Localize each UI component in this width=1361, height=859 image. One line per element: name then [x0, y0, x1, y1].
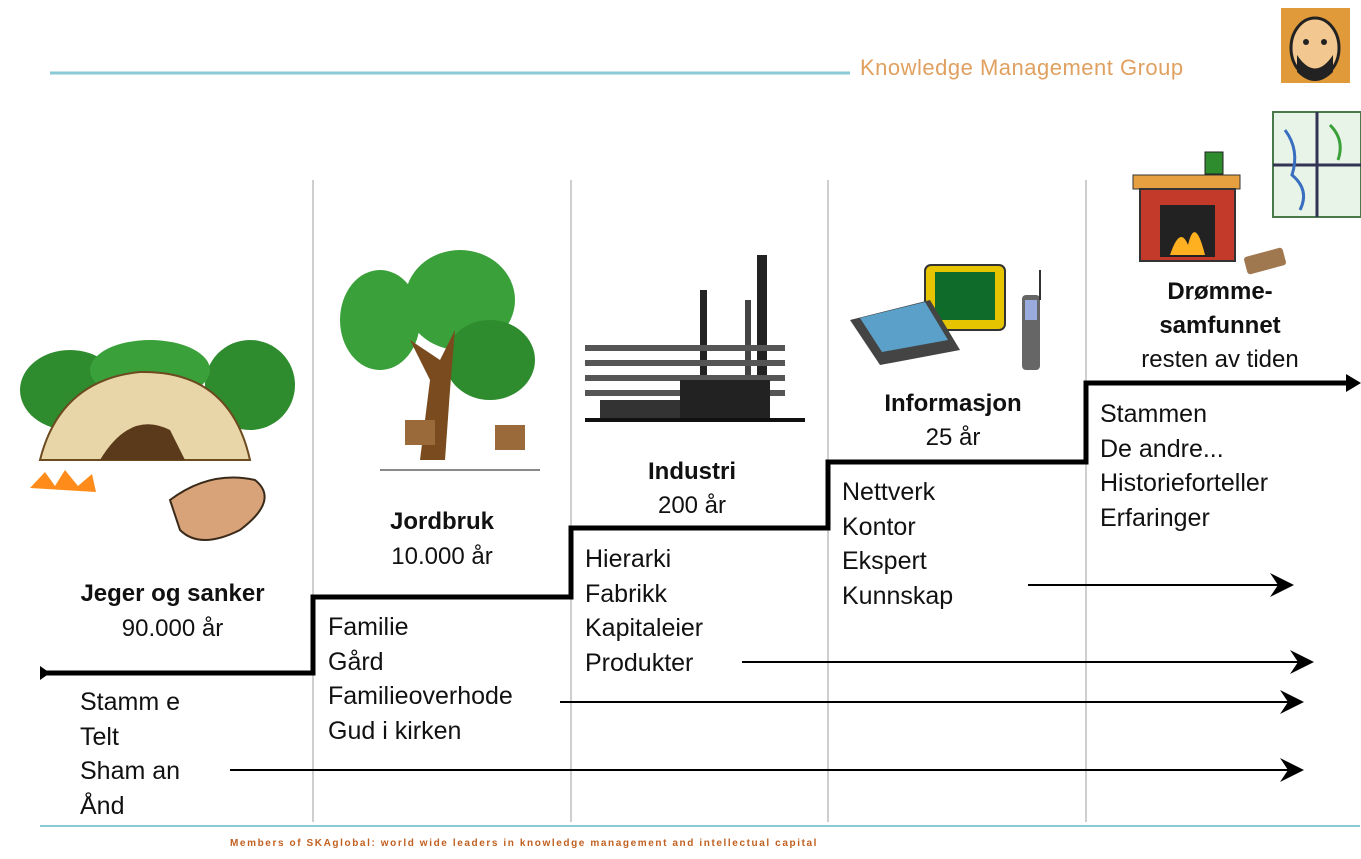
- era-title-industri: Industri: [648, 458, 736, 485]
- era-list-jordbruk: Familie Gård Familieoverhode Gud i kirke…: [328, 610, 513, 748]
- map-icon: [1272, 111, 1361, 218]
- era-title-informasjon: Informasjon: [884, 390, 1022, 417]
- list-item: Kapitaleier: [585, 614, 704, 642]
- era-title-line2-drommesamfunnet: samfunnet: [1159, 312, 1281, 339]
- list-item: Historieforteller: [1100, 469, 1269, 497]
- list-item: Gård: [328, 647, 384, 676]
- list-item: Hierarki: [585, 545, 672, 573]
- list-item: Stammen: [1100, 400, 1207, 428]
- list-item: Familieoverhode: [328, 682, 513, 710]
- era-list-jeger: Stamm e Telt Sham an Ånd: [80, 685, 180, 823]
- list-item: Telt: [80, 722, 119, 751]
- era-title-line1-drommesamfunnet: Drømme-: [1167, 278, 1273, 305]
- list-item: Sham an: [80, 757, 181, 785]
- list-item: Familie: [328, 613, 409, 641]
- tree-icon: [340, 250, 540, 471]
- list-item: De andre...: [1100, 434, 1224, 463]
- list-item: Ekspert: [842, 547, 927, 575]
- brand-title: Knowledge Management Group: [860, 55, 1184, 80]
- list-item: Gud i kirken: [328, 716, 462, 745]
- staircase-arrowhead: [1346, 374, 1361, 392]
- fireplace-icon: [1132, 151, 1286, 275]
- list-item: Stamm e: [80, 688, 181, 716]
- era-title-jeger: Jeger og sanker: [80, 580, 265, 607]
- era-years-drommesamfunnet: resten av tiden: [1141, 346, 1299, 373]
- staircase-line: [40, 380, 1352, 676]
- era-list-industri: Hierarki Fabrikk Kapitaleier Produkter: [585, 542, 703, 680]
- era-years-industri: 200 år: [657, 492, 727, 519]
- era-list-informasjon: Nettverk Kontor Ekspert Kunnskap: [842, 475, 953, 613]
- list-item: Nettverk: [842, 478, 936, 506]
- list-item: Erfaringer: [1100, 503, 1210, 532]
- era-years-jeger: 90.000 år: [121, 615, 224, 642]
- cave-icon: [20, 340, 295, 541]
- computer-icon: [850, 264, 1041, 370]
- era-list-drommesamfunnet: Stammen De andre... Historieforteller Er…: [1100, 397, 1268, 535]
- list-item: Kunnskap: [842, 581, 954, 610]
- staircase-start-tip: [40, 666, 50, 680]
- avatar-logo-icon: [1281, 8, 1350, 83]
- era-years-jordbruk: 10.000 år: [391, 543, 493, 570]
- footer-text: Members of SKAglobal: world wide leaders…: [230, 838, 819, 849]
- era-title-jordbruk: Jordbruk: [389, 508, 494, 535]
- era-years-informasjon: 25 år: [925, 424, 981, 451]
- list-item: Produkter: [585, 648, 694, 677]
- list-item: Kontor: [842, 512, 916, 541]
- list-item: Fabrikk: [585, 579, 667, 608]
- list-item: Ånd: [80, 791, 125, 820]
- factory-icon: [585, 255, 805, 422]
